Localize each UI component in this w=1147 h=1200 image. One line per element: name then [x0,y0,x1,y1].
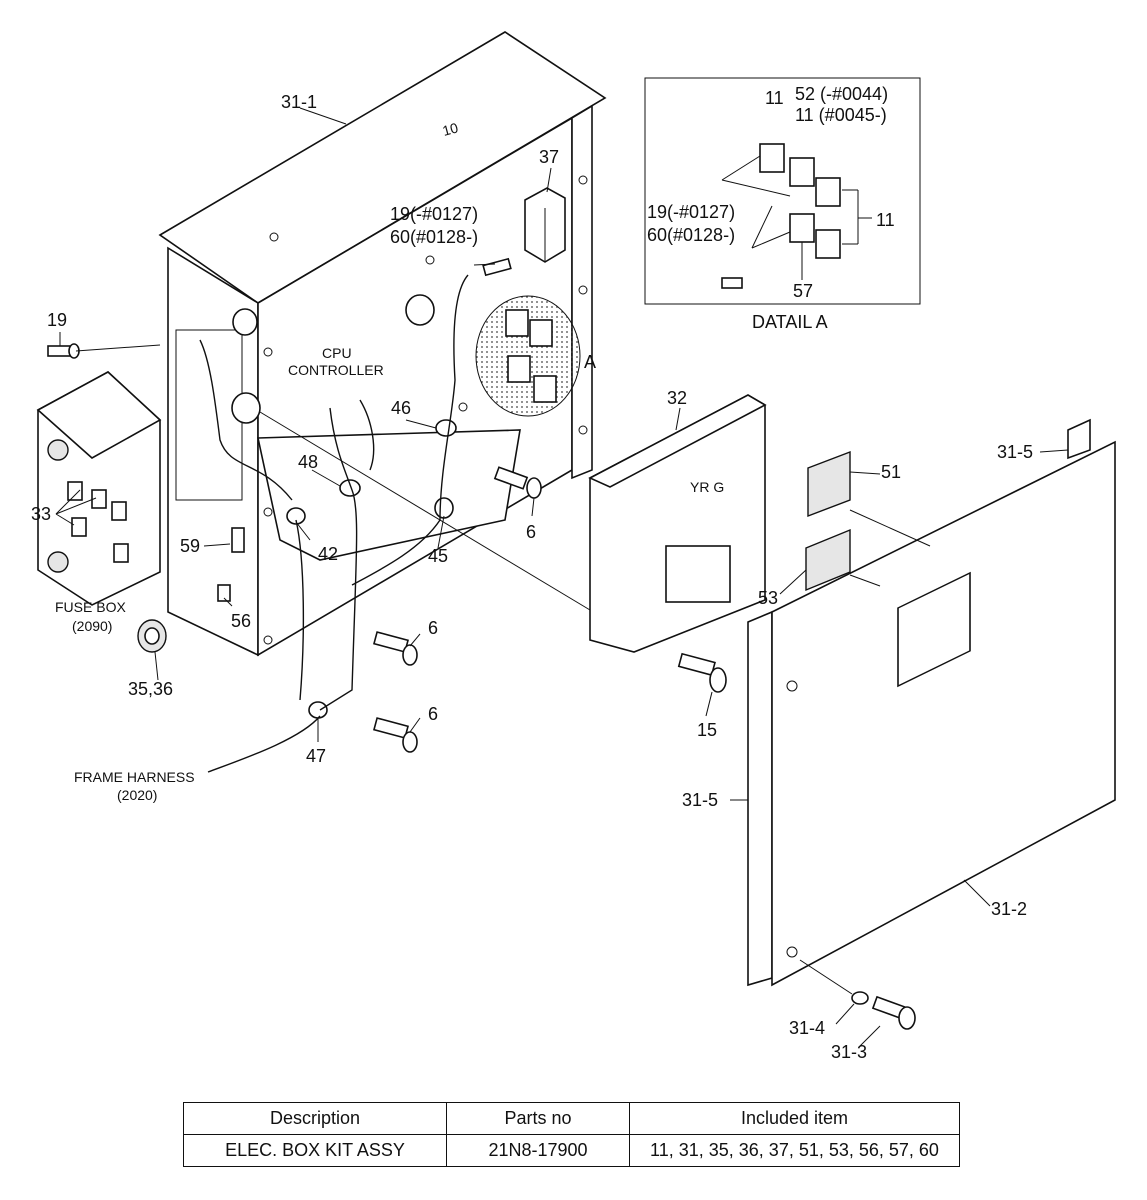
callout-31-1: 31-1 [281,92,317,112]
callout-47: 47 [306,746,326,766]
callout-6-right: 6 [526,522,536,542]
label-sticker-51 [807,450,851,518]
cover-31-2 [747,418,1116,987]
callout-48: 48 [298,452,318,472]
callout-labels: 31-1 37 19(-#0127) 60(#0128-) 19 CPU CON… [31,84,1033,1062]
callout-15: 15 [697,720,717,740]
bracket-59 [231,527,245,553]
callout-32: 32 [667,388,687,408]
svg-text:YR G: YR G [690,479,724,495]
callout-31-5-top: 31-5 [997,442,1033,462]
cell-description: ELEC. BOX KIT ASSY [183,1134,447,1167]
callout-35-36: 35,36 [128,679,173,699]
controller-label: CONTROLLER [288,362,384,378]
bolt-19 [47,343,80,359]
electrical-box-31-1: 10 [158,31,607,657]
leader-lines [55,107,1069,1047]
clamp-45 [434,497,454,519]
label-sticker-53 [805,528,851,592]
frame-harness-code: (2020) [117,787,157,803]
washer-31-4 [851,991,869,1005]
cell-parts-no: 21N8-17900 [446,1134,630,1167]
callout-31-5-side: 31-5 [682,790,718,810]
detail-callout-57: 57 [793,281,813,301]
callout-6-mid: 6 [428,618,438,638]
bolt-6-low [373,717,418,753]
detail-callout-11c: 11 [876,210,895,230]
callout-31-4: 31-4 [789,1018,825,1038]
callout-31-3: 31-3 [831,1042,867,1062]
callout-37: 37 [539,147,559,167]
callout-19: 19 [47,310,67,330]
detail-callout-11a: 11 [765,88,784,108]
callout-56: 56 [231,611,251,631]
exploded-parts-diagram: 10 YR G [31,31,1116,1062]
table-row: ELEC. BOX KIT ASSY 21N8-17900 11, 31, 35… [183,1134,960,1167]
relay-cluster-a [475,295,581,417]
callout-19-top: 19(-#0127) [390,204,478,224]
cpu-label: CPU [322,345,352,361]
fuse-box-label: FUSE BOX [55,599,126,615]
callout-46: 46 [391,398,411,418]
relay-37 [524,187,566,263]
bolt-31-3 [871,995,916,1030]
callout-60-top: 60(#0128-) [390,227,478,247]
detail-a-box [644,77,921,305]
header-description: Description [183,1102,447,1135]
header-included-item: Included item [629,1102,960,1135]
fuse-box [36,371,162,606]
cell-included-item: 11, 31, 35, 36, 37, 51, 53, 56, 57, 60 [629,1134,960,1167]
bolt-6-mid [373,631,418,666]
callout-51: 51 [881,462,901,482]
callout-53: 53 [758,588,778,608]
detail-callout-11b: 11 (#0045-) [795,105,887,125]
detail-a-marker: A [584,352,596,372]
fuse-box-code: (2090) [72,618,112,634]
bolt-15 [677,652,727,693]
detail-callout-60: 60(#0128-) [647,225,735,245]
callout-33: 33 [31,504,51,524]
wire-harness [199,274,469,773]
ecu-32: YR G [588,394,767,653]
callout-6-low: 6 [428,704,438,724]
grommet-47 [308,701,328,719]
bolt-19-60-top [482,257,512,277]
detail-title: DATAIL A [752,312,828,332]
frame-harness-label: FRAME HARNESS [74,769,195,785]
clamp-46 [435,419,457,437]
callout-45: 45 [428,546,448,566]
detail-callout-52: 52 (-#0044) [795,84,888,104]
callout-42: 42 [318,544,338,564]
callout-31-2: 31-2 [991,899,1027,919]
clamp-48 [339,479,361,497]
header-parts-no: Parts no [446,1102,630,1135]
callout-59: 59 [180,536,200,556]
parts-table: Description Parts no Included item ELEC.… [183,1102,960,1167]
clip-56 [217,584,231,602]
clamp-42 [286,507,306,525]
detail-callout-19: 19(-#0127) [647,202,735,222]
svg-text:10: 10 [441,119,460,139]
connector-35-36 [137,619,167,653]
table-header-row: Description Parts no Included item [183,1102,960,1135]
